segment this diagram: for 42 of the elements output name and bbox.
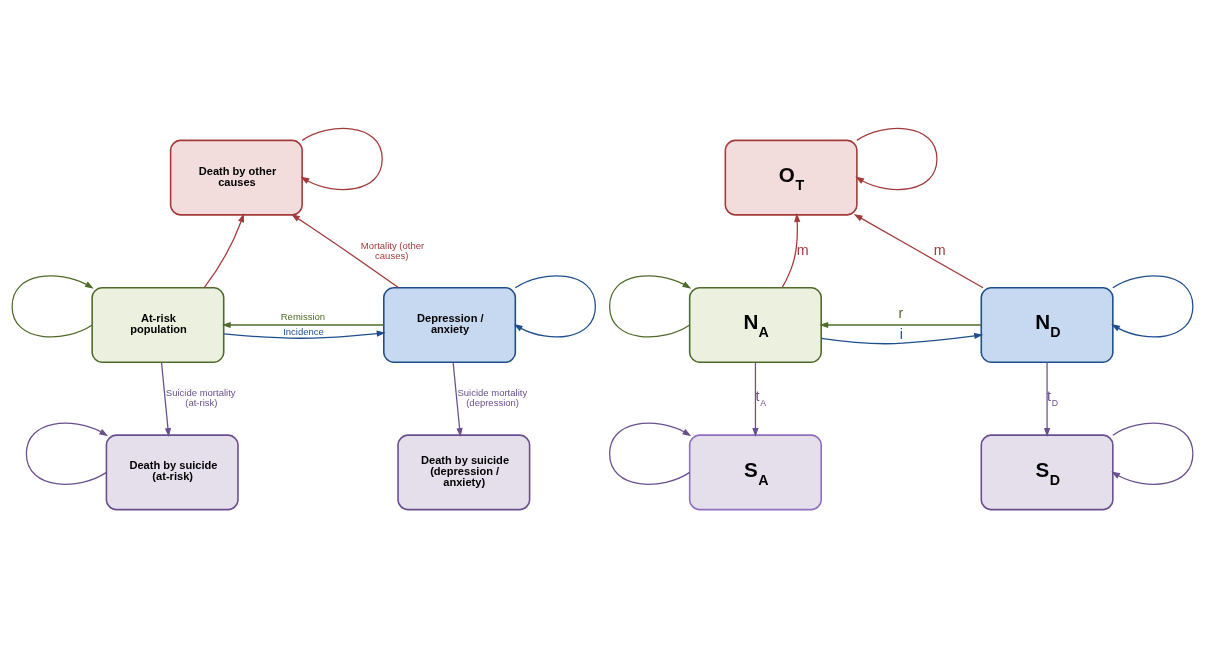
edge-label: Suicide mortality (at-risk) [165, 386, 236, 408]
node-box: Death by suicide (depression / anxiety) [397, 433, 531, 510]
arrow [820, 332, 984, 344]
arrow [752, 361, 759, 437]
edge-label: m [933, 241, 946, 258]
arrow [1111, 274, 1194, 337]
node-box: N$_{A}$ [688, 286, 822, 363]
node-box: Death by other causes [169, 139, 303, 216]
edge-label: Incidence [283, 325, 324, 337]
arrow [300, 127, 383, 190]
edge-label: Remission [280, 310, 326, 322]
arrow [853, 213, 984, 288]
arrow [160, 361, 172, 437]
edge-label: Suicide mortality (depression) [457, 386, 528, 408]
arrow [819, 321, 982, 328]
arrow [221, 321, 385, 328]
edge-label: t$_{D}$ [1047, 387, 1059, 408]
arrow [11, 274, 94, 338]
node-box: S$_{D}$ [980, 433, 1114, 510]
node-box: Death by suicide (at-risk) [105, 433, 239, 510]
arrow [223, 330, 386, 339]
arrow [291, 213, 399, 288]
edge-label: Mortality (other causes) [360, 239, 425, 261]
arrow [25, 422, 109, 485]
edge-label: r [898, 304, 904, 321]
node-box: N$_{D}$ [980, 286, 1114, 363]
node-box: Depression / anxiety [383, 286, 517, 363]
arrow [1111, 422, 1194, 485]
arrow [203, 212, 244, 288]
edge-label: t$_{A}$ [755, 387, 767, 408]
arrow [513, 274, 596, 337]
arrow [1043, 361, 1051, 437]
node-box: At-risk population [91, 286, 225, 363]
arrow [609, 422, 692, 485]
edge-label: i [899, 325, 903, 342]
node-box: O$_{T}$ [724, 139, 858, 216]
edge-label: m [796, 241, 809, 258]
arrow [855, 127, 938, 190]
node-box: S$_{A}$ [688, 433, 822, 510]
arrow [452, 361, 463, 437]
arrow [781, 212, 801, 288]
arrow [609, 274, 692, 338]
